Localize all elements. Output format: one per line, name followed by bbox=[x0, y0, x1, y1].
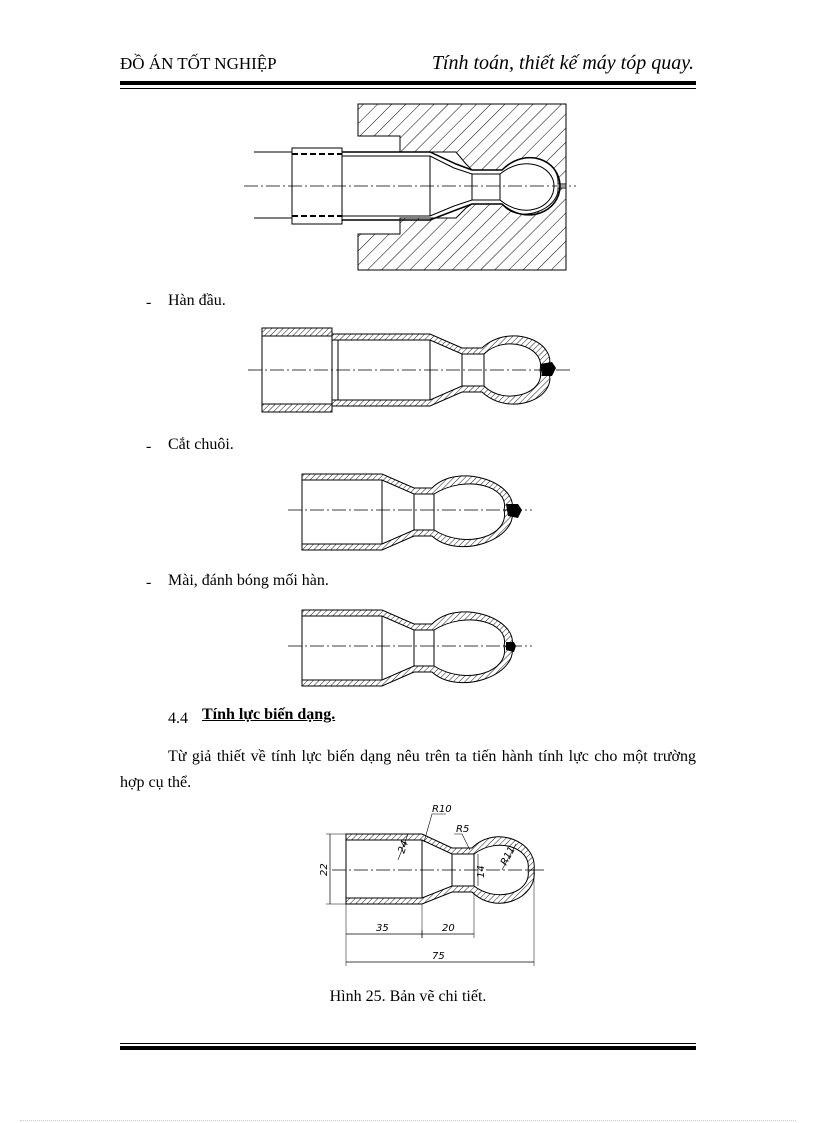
header-rule bbox=[120, 81, 696, 85]
dim-diameter-24: 24 bbox=[396, 839, 411, 855]
header-right: Tính toán, thiết kế máy tóp quay. bbox=[431, 52, 694, 74]
dim-length-20: 20 bbox=[442, 923, 455, 934]
dim-radius-5: R5 bbox=[456, 824, 469, 835]
welding-head-drawing bbox=[248, 327, 570, 413]
body-paragraph: Từ giả thiết về tính lực biến dạng nêu t… bbox=[120, 748, 696, 791]
die-forming-drawing bbox=[244, 103, 576, 271]
dim-length-75: 75 bbox=[432, 951, 445, 962]
header-left: ĐỒ ÁN TỐT NGHIỆP bbox=[120, 54, 277, 73]
detail-drawing: 22 24 R10 R5 14 R11 35 20 75 bbox=[319, 804, 546, 966]
dim-diameter-22: 22 bbox=[319, 863, 330, 876]
step-bullet: - bbox=[146, 438, 152, 455]
dim-diameter-14: 14 bbox=[476, 865, 487, 878]
footer-rule-thin bbox=[120, 1043, 696, 1044]
cut-shank-drawing bbox=[288, 473, 532, 551]
figure-caption: Hình 25. Bản vẽ chi tiết. bbox=[329, 988, 487, 1005]
section-number: 4.4 bbox=[168, 710, 188, 727]
footer-rule bbox=[120, 1046, 696, 1050]
polished-weld-drawing bbox=[288, 609, 532, 687]
dim-radius-10: R10 bbox=[432, 804, 452, 815]
step-label: Hàn đầu. bbox=[168, 292, 226, 309]
step-label: Cắt chuôi. bbox=[168, 436, 234, 453]
header-rule-thin bbox=[120, 88, 696, 89]
section-title: Tính lực biến dạng. bbox=[202, 706, 336, 723]
step-bullet: - bbox=[146, 294, 152, 311]
step-label: Mài, đánh bóng mối hàn. bbox=[168, 572, 329, 589]
step-bullet: - bbox=[146, 574, 152, 591]
page-edge bbox=[20, 1120, 796, 1121]
dim-length-35: 35 bbox=[376, 923, 389, 934]
